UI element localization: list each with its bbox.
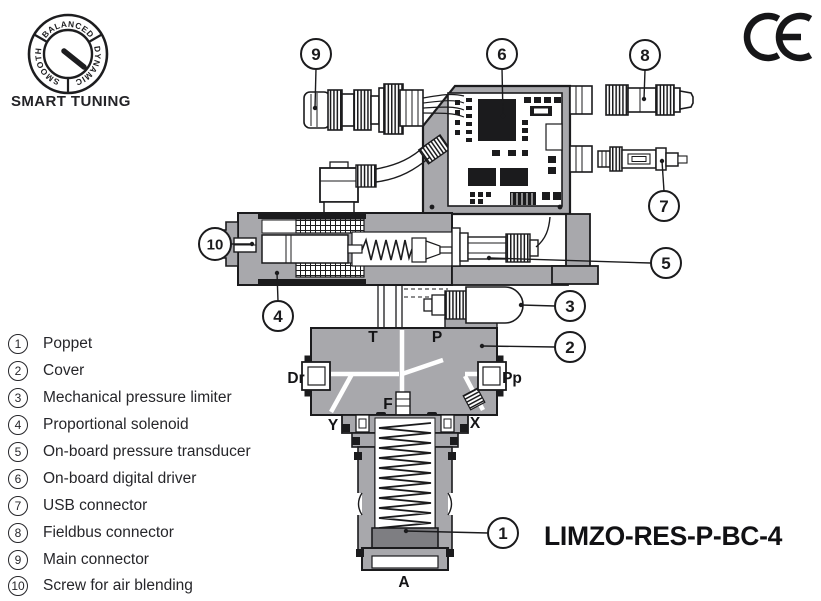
main-spring: [378, 422, 432, 529]
callout-2: 2: [554, 331, 586, 363]
poppet-cartridge: [341, 414, 469, 571]
check-valve: [462, 387, 486, 411]
callout-10: 10: [198, 227, 232, 261]
switch-slider: [534, 108, 548, 114]
port-pp: [477, 355, 507, 397]
limiter-dome: [465, 286, 524, 324]
coil-winding-top: [295, 218, 365, 234]
leader-lines: [231, 68, 665, 534]
cover-block: [301, 327, 507, 419]
legend-label-6: On-board digital driver: [43, 469, 197, 487]
proportional-solenoid: [217, 212, 457, 286]
armature: [261, 234, 349, 264]
cable-corrugation: [355, 164, 377, 188]
port-label-x: X: [470, 415, 481, 432]
legend-label-2: Cover: [43, 362, 85, 380]
housing-port-usb: [569, 145, 593, 173]
legend-item-usb-connector: 7 USB connector: [8, 492, 251, 519]
legend-item-fieldbus-connector: 8 Fieldbus connector: [8, 519, 251, 546]
solenoid-cable: [375, 144, 431, 183]
legend-num-8: 8: [8, 522, 28, 543]
callout-5: 5: [650, 247, 682, 279]
svg-text:5: 5: [661, 254, 670, 273]
legend-num-2: 2: [8, 361, 28, 382]
solenoid-spring: [361, 237, 413, 261]
svg-text:1: 1: [498, 524, 507, 543]
legend-num-1: 1: [8, 334, 28, 355]
legend-num-9: 9: [8, 549, 28, 570]
svg-text:6: 6: [497, 45, 506, 64]
port-label-dr: Dr: [287, 370, 304, 387]
legend-label-5: On-board pressure transducer: [43, 443, 251, 460]
pressure-transducer: [451, 216, 551, 267]
fieldbus-connector-drawing: [605, 84, 694, 116]
main-connector-drawing: [303, 83, 410, 135]
housing-port-fieldbus: [569, 85, 593, 115]
legend-label-9: Main connector: [43, 550, 149, 568]
legend-label-3: Mechanical pressure limiter: [43, 389, 232, 407]
legend-item-pressure-transducer: 5 On-board pressure transducer: [8, 439, 251, 466]
port-label-f: F: [383, 396, 392, 413]
legend-num-5: 5: [8, 442, 28, 462]
port-label-y: Y: [328, 417, 339, 434]
port-label-pp: Pp: [502, 370, 522, 387]
legend-label-10: Screw for air blending: [43, 577, 193, 595]
svg-text:9: 9: [311, 45, 320, 64]
legend-item-proportional-solenoid: 4 Proportional solenoid: [8, 412, 251, 439]
callout-1: 1: [487, 517, 519, 549]
svg-text:7: 7: [659, 197, 668, 216]
legend-item-main-connector: 9 Main connector: [8, 546, 251, 573]
legend-num-3: 3: [8, 388, 28, 409]
svg-text:2: 2: [565, 338, 574, 357]
legend-item-air-blending-screw: 10 Screw for air blending: [8, 573, 251, 600]
port-label-t: T: [368, 329, 378, 346]
wire-bundle: [422, 93, 465, 118]
smart-tuning-dial: BALANCED DYNAMIC SMOOTH: [27, 13, 109, 95]
callout-3: 3: [554, 290, 586, 322]
smart-tuning-caption: SMART TUNING: [11, 93, 131, 110]
transducer-bay: [451, 213, 599, 286]
din-plug: [319, 144, 431, 215]
port-label-a: A: [398, 574, 409, 591]
svg-text:3: 3: [565, 297, 574, 316]
legend-num-10: 10: [8, 576, 28, 597]
port-label-p: P: [432, 329, 442, 346]
legend-label-8: Fieldbus connector: [43, 523, 174, 541]
internal-channels: [329, 330, 492, 414]
callout-9: 9: [300, 38, 332, 70]
callout-7: 7: [648, 190, 680, 222]
legend: 1 Poppet 2 Cover 3 Mechanical pressure l…: [8, 331, 251, 600]
housing-foot: [551, 265, 599, 285]
port-dr: [301, 355, 331, 397]
callout-8: 8: [629, 39, 661, 71]
legend-item-poppet: 1 Poppet: [8, 331, 251, 358]
legend-num-4: 4: [8, 415, 28, 436]
svg-text:4: 4: [273, 307, 283, 326]
legend-label-1: Poppet: [43, 335, 93, 353]
model-title: LIMZO-RES-P-BC-4: [544, 521, 783, 551]
legend-label-7: USB connector: [43, 496, 148, 514]
usb-connector-drawing: [597, 146, 688, 172]
legend-item-pressure-limiter: 3 Mechanical pressure limiter: [8, 385, 251, 412]
chip: [478, 99, 516, 141]
ce-mark: [743, 12, 813, 62]
dial-needle: [61, 48, 87, 70]
legend-num-7: 7: [8, 495, 28, 516]
electronics-housing: [399, 84, 593, 216]
legend-num-6: 6: [8, 468, 28, 489]
legend-item-digital-driver: 6 On-board digital driver: [8, 465, 251, 492]
legend-item-cover: 2 Cover: [8, 358, 251, 385]
callout-4: 4: [262, 300, 294, 332]
transducer-wire: [535, 216, 551, 248]
cable-gland: [417, 134, 451, 165]
svg-text:8: 8: [640, 46, 649, 65]
callout-6: 6: [486, 38, 518, 70]
pressure-limiter: [423, 286, 524, 329]
legend-label-4: Proportional solenoid: [43, 416, 189, 434]
svg-text:10: 10: [207, 237, 224, 254]
